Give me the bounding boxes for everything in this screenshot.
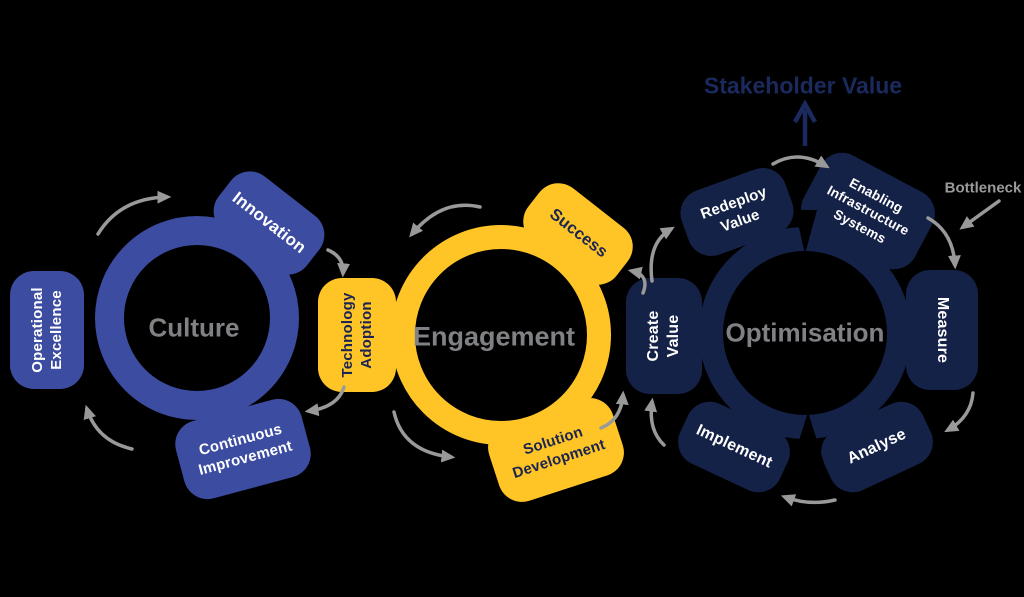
petal-label: Analyse — [844, 424, 910, 469]
petal-label: Create Value — [644, 311, 685, 362]
arrow-analyse-to-implement — [780, 494, 837, 507]
arrow-measure-to-analyse — [944, 391, 975, 433]
petal-label: Measure — [932, 297, 952, 363]
arrow-enabling-to-measure — [926, 216, 961, 270]
petal-line: Technology — [338, 292, 356, 378]
petal-line: Value — [665, 314, 682, 358]
arrow-optimisation-top — [771, 155, 830, 169]
petal-operational-excellence: Operational Excellence — [10, 271, 84, 389]
petal-create-value: Create Value — [626, 278, 702, 394]
petal-line: Create — [644, 310, 662, 362]
culture-title: Culture — [148, 312, 240, 343]
petal-label: Technology Adoption — [338, 292, 376, 377]
petal-label: Redeploy Value — [698, 182, 776, 242]
stakeholder-value-arrowhead — [793, 99, 817, 124]
petal-label: Operational Excellence — [28, 287, 66, 373]
bottleneck-label: Bottleneck — [944, 179, 1022, 197]
petal-label: Continuous Improvement — [191, 418, 295, 480]
engagement-title: Engagement — [412, 321, 576, 352]
petal-line: Adoption — [358, 301, 375, 369]
petal-measure: Measure — [906, 270, 978, 390]
petal-line: Analyse — [844, 425, 909, 468]
petal-line: Operational — [28, 287, 46, 373]
optimisation-title: Optimisation — [725, 317, 885, 348]
petal-line: Measure — [934, 296, 952, 364]
arrow-create-value-to-redeploy — [649, 226, 675, 283]
arrow-innovation-to-technology-adoption — [326, 248, 351, 278]
arrow-implement-to-create-value — [644, 397, 666, 447]
bottleneck-pointer-arrow — [959, 199, 1001, 230]
petal-technology-adoption: Technology Adoption — [318, 278, 396, 392]
arrow-culture-bottom-left — [83, 404, 134, 451]
stakeholder-value-label: Stakeholder Value — [703, 72, 903, 99]
petal-line: Excellence — [48, 290, 65, 370]
